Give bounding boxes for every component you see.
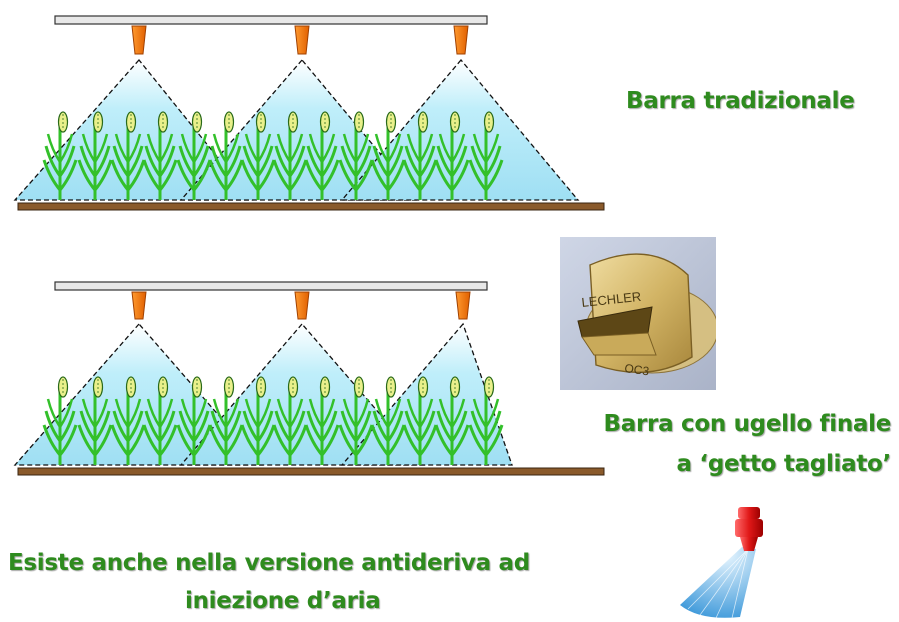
traditional-boom-label: Barra tradizionale: [626, 88, 855, 114]
lechler-nozzle-photo: LECHLER OC3: [560, 237, 716, 390]
ground-strip: [17, 467, 605, 476]
boom-bar: [54, 281, 488, 291]
ground-strip: [17, 202, 605, 211]
nozzles: [131, 291, 471, 320]
traditional-boom-scene: [13, 15, 605, 211]
anti-drift-note-line2: iniezione d’aria: [185, 588, 381, 614]
anti-drift-note-line1: Esiste anche nella versione antideriva a…: [8, 550, 530, 576]
end-nozzle-boom-label-line2: a ‘getto tagliato’: [676, 451, 891, 477]
nozzle-model-text: OC3: [624, 361, 651, 378]
air-injection-nozzle-icon: [680, 507, 763, 619]
boom-bar: [54, 15, 488, 25]
nozzles: [131, 25, 469, 55]
end-nozzle-boom-label-line1: Barra con ugello finale: [603, 411, 892, 437]
end-nozzle-boom-scene: [13, 281, 605, 476]
nozzle-brand-text: LECHLER: [581, 289, 642, 310]
